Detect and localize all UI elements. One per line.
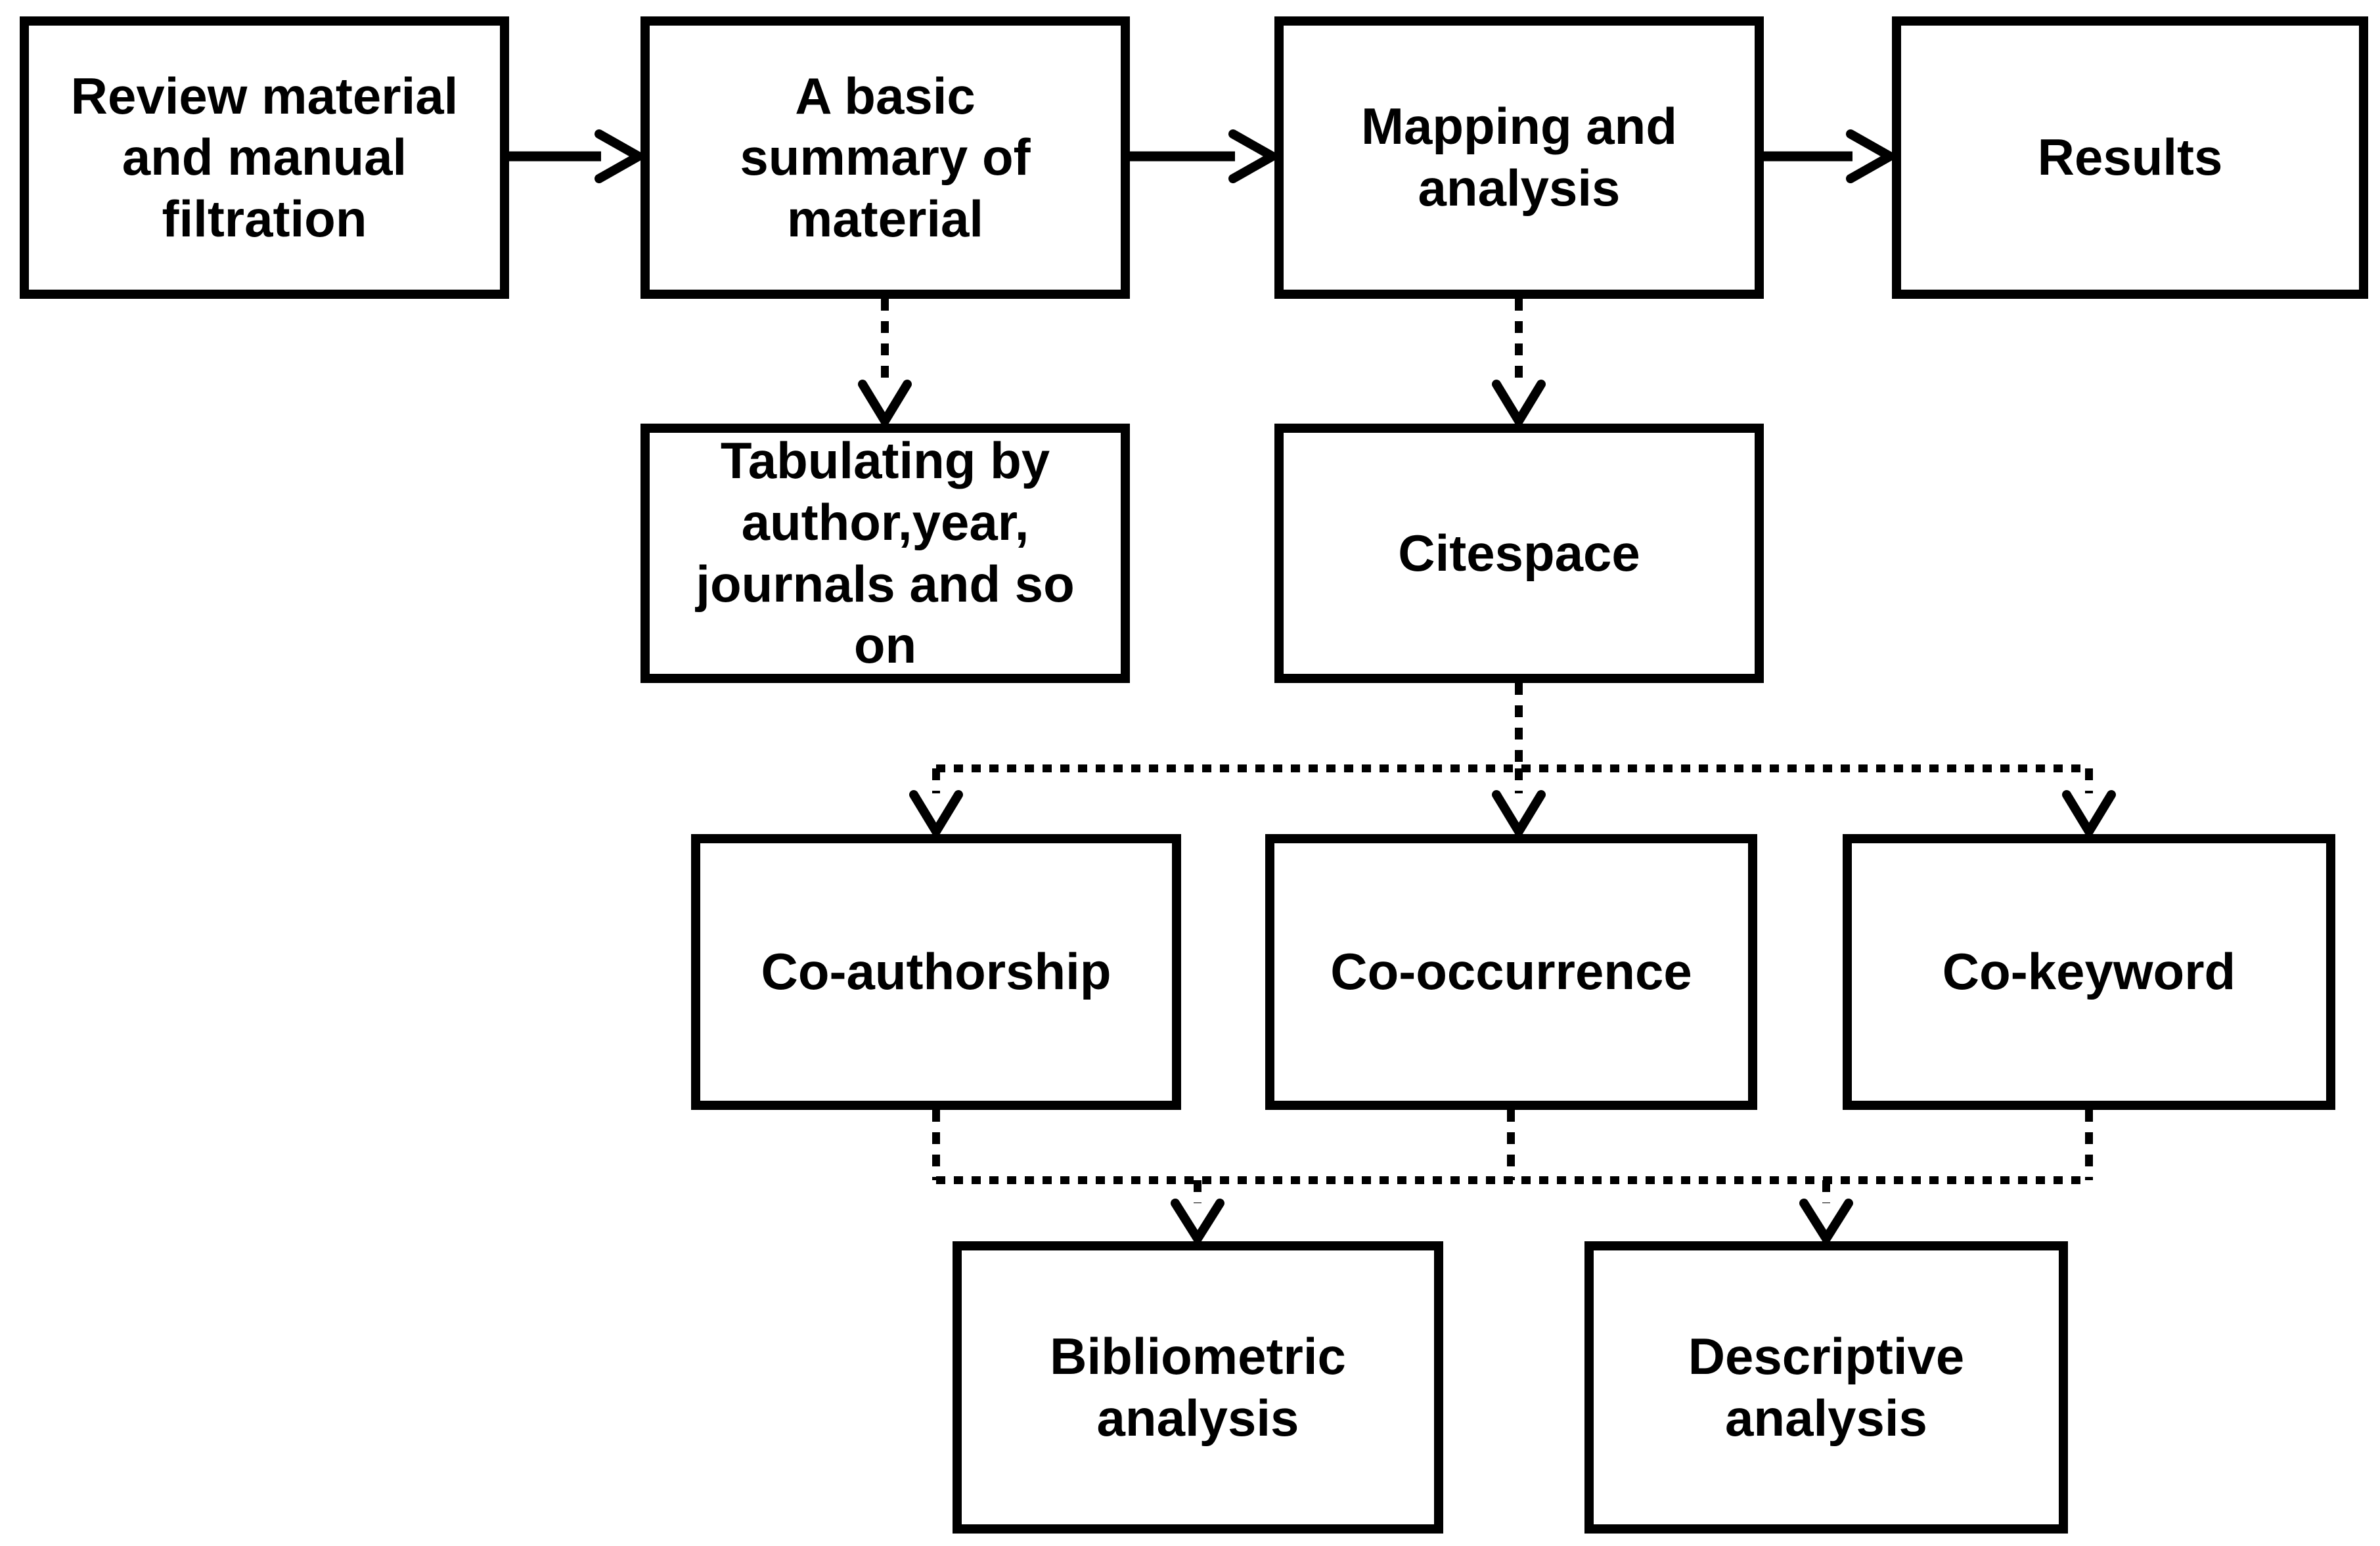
arrow-summary-to-tabulating xyxy=(858,299,912,430)
arrow-mapping-to-results xyxy=(1764,129,1900,183)
node-bibliometric-analysis: Bibliometric analysis xyxy=(953,1241,1443,1534)
node-tabulating: Tabulating by author,year, journals and … xyxy=(640,424,1130,683)
node-basic-summary: A basic summary of material xyxy=(640,16,1130,299)
node-co-keyword: Co-keyword xyxy=(1843,834,2335,1110)
arrow-summary-to-mapping xyxy=(1130,129,1282,183)
branch-citespace-to-co-boxes xyxy=(909,683,2116,841)
node-mapping-analysis: Mapping and analysis xyxy=(1274,16,1764,299)
node-review-material: Review material and manual filtration xyxy=(20,16,509,299)
branch-co-boxes-to-analysis xyxy=(932,1110,2093,1248)
node-co-authorship: Co-authorship xyxy=(691,834,1181,1110)
node-citespace: Citespace xyxy=(1274,424,1764,683)
arrow-review-to-summary xyxy=(509,129,648,183)
node-co-occurrence: Co-occurrence xyxy=(1265,834,1757,1110)
node-results: Results xyxy=(1892,16,2368,299)
node-descriptive-analysis: Descriptive analysis xyxy=(1584,1241,2068,1534)
arrow-mapping-to-citespace xyxy=(1492,299,1546,430)
